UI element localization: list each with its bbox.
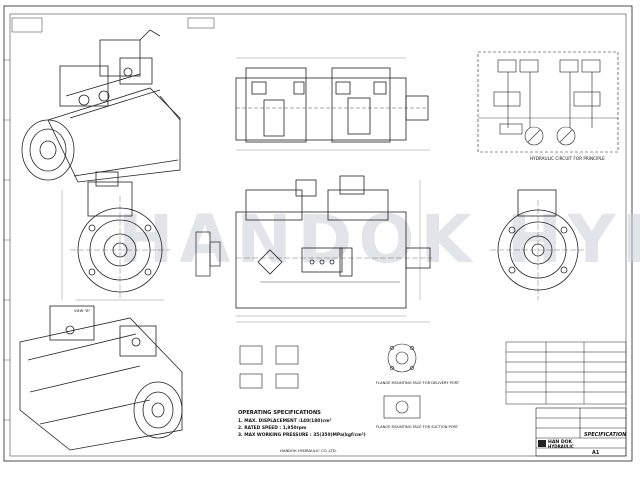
circuit-title: HYDRAULIC CIRCUIT FOR PRINCIPLE <box>530 156 605 161</box>
specs-heading: OPERATING SPECIFICATIONS <box>238 410 321 416</box>
sheet-size: A1 <box>592 450 600 456</box>
spec-item-displacement: 1. MAX. DISPLACEMENT :140(180)cm³ <box>238 418 332 424</box>
top-view-pump <box>235 67 429 143</box>
document-title: SPECIFICATION <box>584 432 627 438</box>
inner-border <box>9 13 627 457</box>
company-name-bottom: HYDRAULIC <box>548 444 574 449</box>
front-view-left <box>70 171 170 300</box>
watermark-text: HANDOK HYD <box>118 201 640 278</box>
top-right-mini-box <box>187 17 215 29</box>
company-name-top: HAN DOK <box>548 439 573 445</box>
detail-views <box>239 343 421 419</box>
flange-note-suction: FLANGE MOUNTING FACE FOR SUCTION PORT <box>376 425 459 429</box>
top-view-dimensions <box>236 57 430 151</box>
rear-view-right <box>490 189 586 300</box>
company-logo <box>538 440 546 447</box>
side-view-dims <box>236 180 430 323</box>
spec-item-speed: 2. RATED SPEED : 1,950rpm <box>238 425 307 431</box>
hydraulic-circuit <box>477 51 619 153</box>
front-view-left-dims <box>61 190 164 301</box>
footer-copyright: HANDOK HYDRAULIC CO.,LTD. <box>280 448 337 453</box>
left-ruler <box>4 59 10 421</box>
side-view-pump <box>235 175 432 309</box>
spec-table <box>505 341 627 405</box>
isometric-pump-top <box>21 29 181 183</box>
coupling-gear <box>195 231 221 277</box>
view-label: VIEW "B" <box>74 309 91 313</box>
outer-border <box>3 5 633 462</box>
top-left-box <box>11 17 43 33</box>
isometric-pump-bottom <box>19 305 183 451</box>
flange-note-delivery: FLANGE MOUNTING FACE FOR DELIVERY PORT <box>376 381 460 385</box>
title-block <box>535 407 627 457</box>
spec-item-pressure: 3. MAX WORKING PRESSURE : 35(350)MPa(kgf… <box>238 432 366 438</box>
